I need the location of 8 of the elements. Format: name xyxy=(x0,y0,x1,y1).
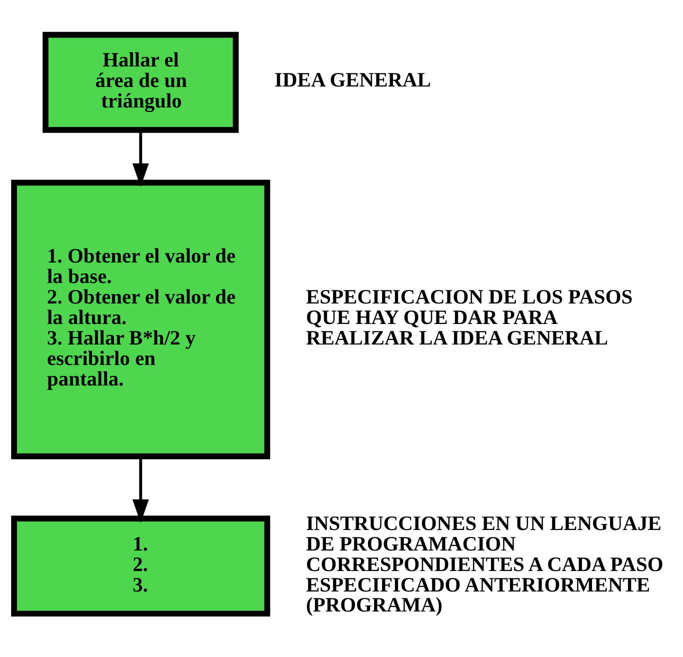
node-box: 1. 2. 3. xyxy=(11,515,270,616)
node-label: ESPECIFICACION DE LOS PASOS QUE HAY QUE DAR PARA REALIZAR LA IDEA GENERAL xyxy=(306,286,633,350)
node-box: 1. Obtener el valor de la base. 2. Obtener el valor de la altura. 3. Hallar B*h/2 y escribirlo en pantalla. xyxy=(11,179,270,459)
arrow xyxy=(132,456,149,522)
node-label: INSTRUCCIONES EN UN LENGUAJE DE PROGRAMACION CORRESPONDIENTES A CADA PASO ESPECIFICADO ANTERIORMENTE (PROGRAMA) xyxy=(306,512,664,616)
node-label: IDEA GENERAL xyxy=(274,68,431,91)
node-box: Hallar el área de un triángulo xyxy=(42,31,239,132)
arrow xyxy=(132,130,149,186)
